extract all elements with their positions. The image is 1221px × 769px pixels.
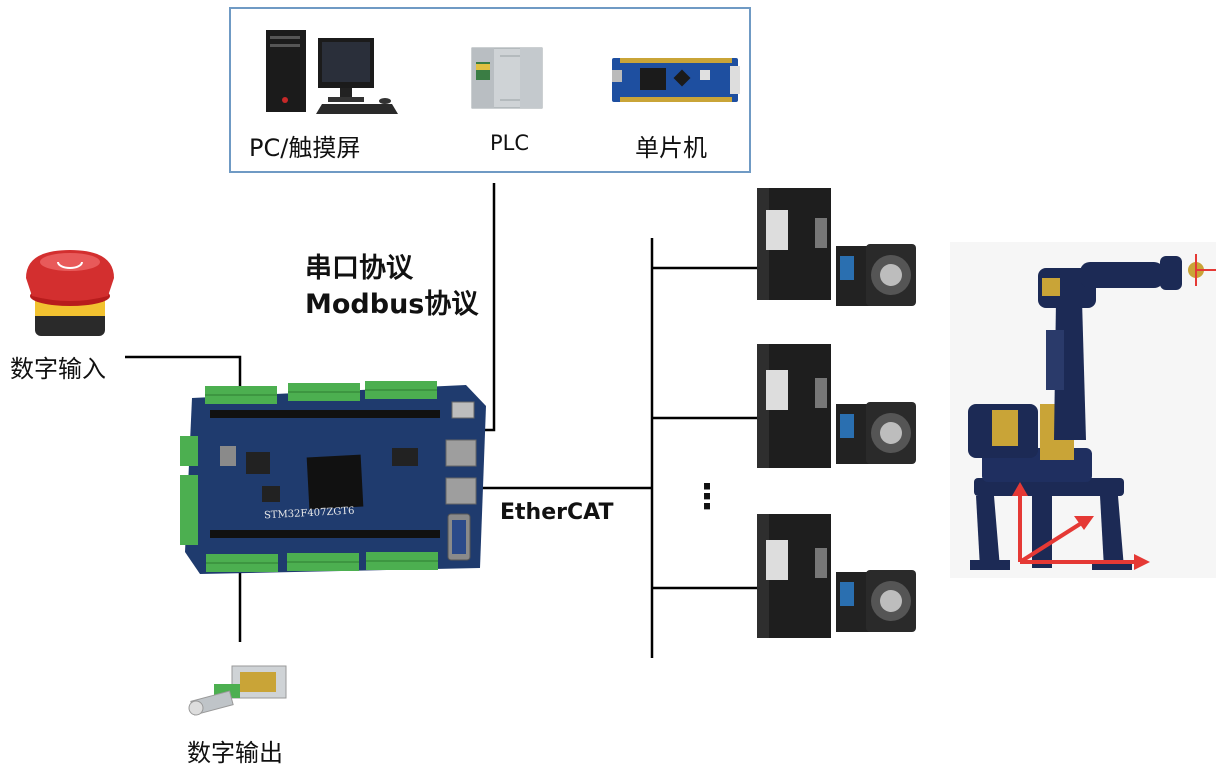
servo-unit-2 xyxy=(757,344,916,468)
digital-input-line xyxy=(125,355,242,398)
plc-label: PLC xyxy=(490,131,530,155)
servo-unit-1 xyxy=(757,188,916,306)
digital-output-label: 数字输出 xyxy=(187,739,283,767)
serial-protocol-label: 串口协议 xyxy=(305,253,413,284)
pc-label: PC/触摸屏 xyxy=(249,134,361,162)
servo-ellipsis: ⋮ xyxy=(690,477,724,517)
host-devices-box xyxy=(229,7,751,173)
ethercat-label: EtherCAT xyxy=(500,500,614,525)
modbus-protocol-label: Modbus协议 xyxy=(305,289,479,320)
servo-unit-3 xyxy=(757,514,916,638)
mcu-label: 单片机 xyxy=(635,134,707,162)
digital-input-label: 数字输入 xyxy=(10,355,106,383)
